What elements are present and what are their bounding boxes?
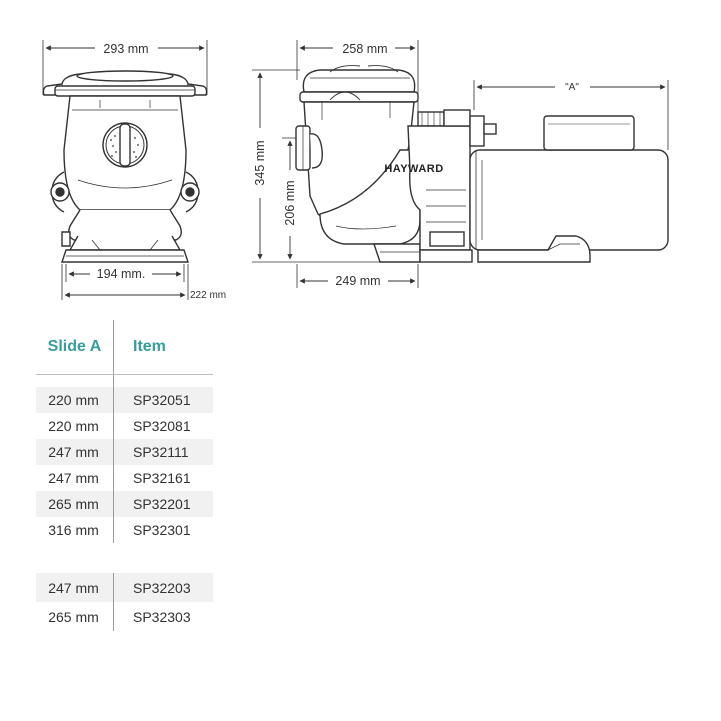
table-gap — [36, 375, 213, 387]
table-row: 265 mm SP32201 — [36, 491, 213, 517]
table-row: 265 mm SP32303 — [36, 602, 213, 631]
cell-slide-a: 220 mm — [36, 413, 114, 439]
cell-slide-a: 247 mm — [36, 465, 114, 491]
side-height-label: 345 mm — [253, 140, 267, 185]
front-width-label: 293 mm — [103, 42, 148, 56]
front-view — [42, 40, 208, 300]
cell-item: SP32301 — [133, 522, 191, 538]
cell-item: SP32111 — [133, 444, 189, 460]
cell-slide-a: 247 mm — [36, 573, 114, 602]
cell-slide-a: 247 mm — [36, 439, 114, 465]
cell-slide-a: 316 mm — [36, 517, 114, 543]
table-row: 316 mm SP32301 — [36, 517, 213, 543]
hayward-brand-label: HAYWARD — [384, 163, 443, 175]
cell-item: SP32201 — [133, 496, 191, 512]
cell-slide-a: 220 mm — [36, 387, 114, 413]
cell-item: SP32081 — [133, 418, 191, 434]
side-inlet-height-label: 206 mm — [283, 180, 297, 225]
side-bottom-label: 249 mm — [335, 274, 380, 288]
table-row: 220 mm SP32051 — [36, 387, 213, 413]
cell-item: SP32161 — [133, 470, 191, 486]
pump-dimension-drawing: 293 mm 194 mm. 222 mm — [42, 40, 669, 301]
header-item: Item — [133, 338, 166, 355]
table-row: 247 mm SP32203 — [36, 573, 213, 602]
cell-item: SP32051 — [133, 392, 191, 408]
table-spacer — [36, 543, 213, 573]
side-a-label: "A" — [565, 82, 579, 93]
side-view — [252, 40, 669, 288]
header-slide-a: Slide A — [36, 320, 114, 374]
cell-slide-a: 265 mm — [36, 491, 114, 517]
front-base-label: 194 mm. — [97, 267, 146, 281]
table-row: 247 mm SP32161 — [36, 465, 213, 491]
front-foot-label: 222 mm — [190, 290, 226, 301]
cell-item: SP32303 — [133, 608, 191, 625]
side-top-label: 258 mm — [342, 42, 387, 56]
table-header: Slide A Item — [36, 320, 213, 375]
table-row: 247 mm SP32111 — [36, 439, 213, 465]
table-row: 220 mm SP32081 — [36, 413, 213, 439]
cell-slide-a: 265 mm — [36, 602, 114, 631]
slide-a-table: Slide A Item 220 mm SP32051 220 mm SP320… — [36, 320, 213, 631]
cell-item: SP32203 — [133, 579, 191, 596]
